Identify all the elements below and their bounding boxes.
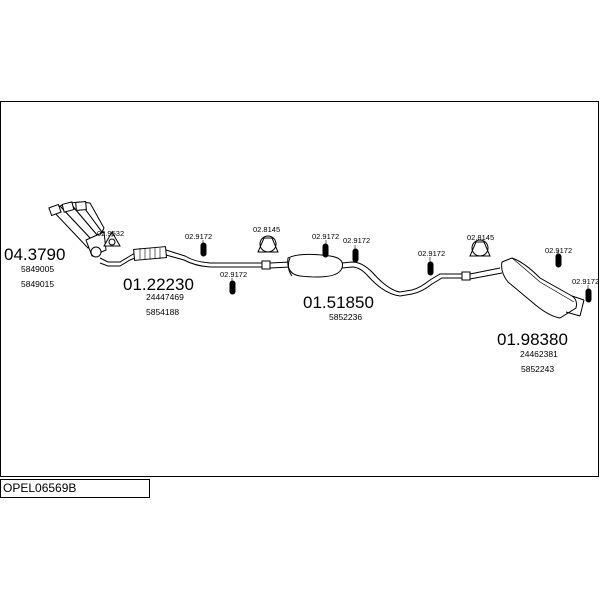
part-ref: 5852236 (329, 312, 362, 322)
rear-silencer[interactable] (469, 257, 585, 319)
diagram-frame (0, 101, 599, 477)
fitting-label: 02.9172 (185, 232, 212, 241)
fitting-label: 02.9172 (545, 246, 572, 255)
part-ref: 5849015 (21, 279, 54, 289)
part-ref: 24447469 (146, 292, 184, 302)
part-number-front-pipe: 01.22230 (123, 275, 194, 294)
leader-lines (111, 232, 589, 289)
part-number-rear-silencer: 01.98380 (497, 330, 568, 349)
part-number-centre-silencer: 01.51850 (303, 293, 374, 312)
fitting-label: 02.8145 (253, 225, 280, 234)
fitting-label: 02.9172 (312, 232, 339, 241)
part-ref: 24462381 (520, 349, 558, 359)
clamp-fitting[interactable] (257, 235, 491, 257)
gasket-fitting[interactable] (103, 230, 121, 247)
fitting-label: 02.9172 (343, 236, 370, 245)
hanger-rubber[interactable] (200, 242, 592, 303)
fitting-label: 02.9172 (418, 249, 445, 258)
exhaust-manifold[interactable] (48, 201, 107, 258)
part-ref: 5849005 (21, 264, 54, 274)
fitting-label: 02.9172 (220, 270, 247, 279)
part-number-manifold: 04.3790 (4, 245, 65, 264)
centre-silencer[interactable] (269, 253, 471, 297)
part-ref: 5854188 (146, 307, 179, 317)
part-ref: 5852243 (521, 364, 554, 374)
fitting-label: 02.9532 (97, 229, 124, 238)
fitting-label: 02.8145 (467, 233, 494, 242)
diagram-code: OPEL06569B (0, 479, 150, 498)
fitting-label: 02.9172 (572, 277, 599, 286)
front-pipe[interactable] (99, 246, 271, 270)
